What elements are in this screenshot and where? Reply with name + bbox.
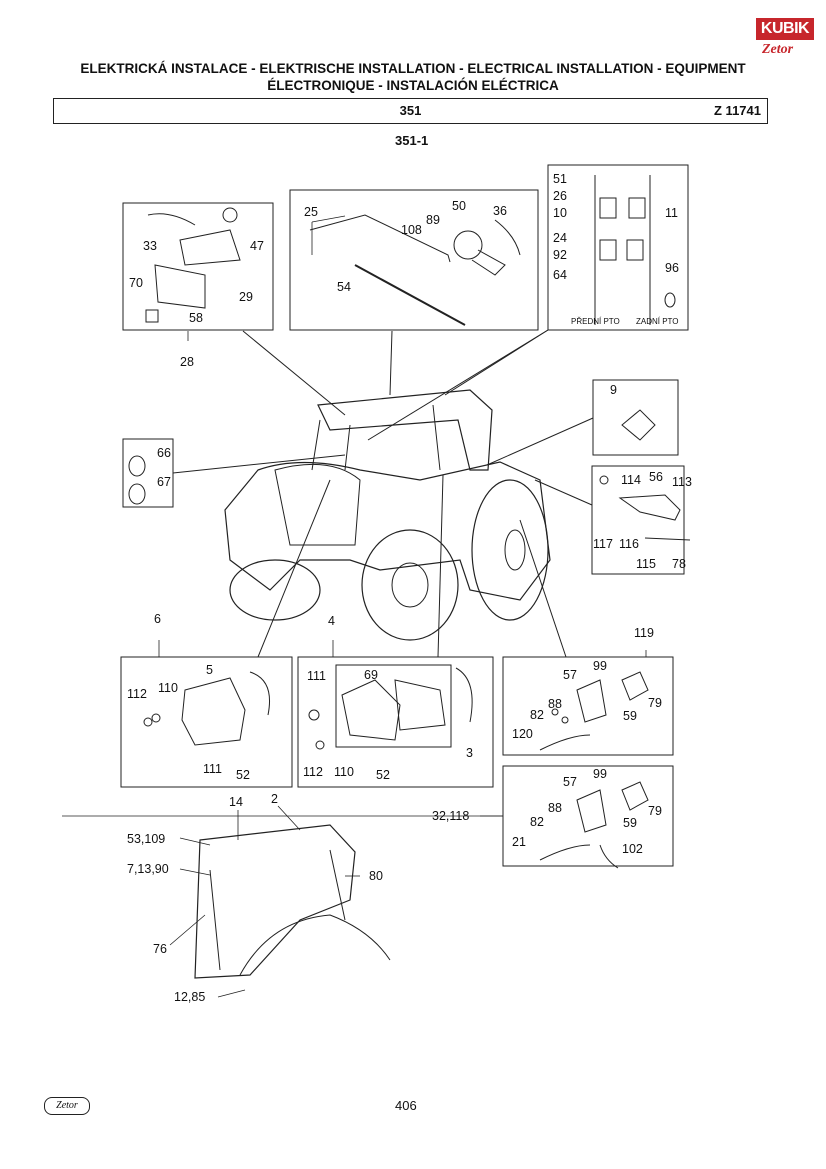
callout-99-b: 99 (593, 767, 607, 781)
box-socket (591, 465, 685, 575)
box-rear-light-6 (120, 656, 293, 788)
callout-52-b: 52 (376, 768, 390, 782)
callout-117: 117 (593, 537, 613, 551)
callout-50: 50 (452, 199, 466, 213)
callout-9: 9 (610, 383, 617, 397)
box-switch-panel (547, 164, 689, 331)
callout-111-b: 111 (307, 669, 326, 683)
callout-26: 26 (553, 189, 567, 203)
zetor-footer-logo: Zetor (44, 1097, 90, 1115)
kubik-zetor-logo: KUBIK Zetor (756, 14, 818, 64)
callout-82-a: 82 (530, 708, 544, 722)
callout-110-a: 110 (158, 681, 178, 695)
box-rear-light-4 (297, 656, 494, 788)
subsection-number: 351-1 (395, 133, 429, 148)
callout-69: 69 (364, 668, 378, 682)
callout-6: 6 (154, 612, 161, 626)
callout-21: 21 (512, 835, 526, 849)
callout-119: 119 (634, 626, 654, 640)
callout-99-a: 99 (593, 659, 607, 673)
callout-24: 24 (553, 231, 567, 245)
callout-12-85: 12,85 (174, 990, 205, 1004)
box-sensor (592, 379, 679, 456)
callout-54: 54 (337, 280, 351, 294)
callout-53-109: 53,109 (127, 832, 165, 846)
catalog-code: Z 11741 (714, 103, 761, 118)
callout-78: 78 (672, 557, 686, 571)
callout-110-b: 110 (334, 765, 354, 779)
callout-66: 66 (157, 446, 171, 460)
section-number: 351 (399, 103, 422, 118)
callout-3: 3 (466, 746, 473, 760)
callout-70: 70 (129, 276, 143, 290)
callout-57-a: 57 (563, 668, 577, 682)
callout-79-a: 79 (648, 696, 662, 710)
callout-11: 11 (665, 206, 678, 220)
callout-114: 114 (621, 473, 641, 487)
callout-59-a: 59 (623, 709, 637, 723)
callout-10: 10 (553, 206, 567, 220)
callout-120: 120 (512, 727, 533, 741)
callout-57-b: 57 (563, 775, 577, 789)
callout-36: 36 (493, 204, 507, 218)
callout-33: 33 (143, 239, 157, 253)
callout-111-a: 111 (203, 762, 222, 776)
callout-76: 76 (153, 942, 167, 956)
callout-80: 80 (369, 869, 383, 883)
callout-29: 29 (239, 290, 253, 304)
callout-82-b: 82 (530, 815, 544, 829)
page-title-line-1: ELEKTRICKÁ INSTALACE - ELEKTRISCHE INSTA… (80, 61, 746, 76)
callout-58: 58 (189, 311, 203, 325)
callout-52-a: 52 (236, 768, 250, 782)
box-work-light (122, 202, 274, 331)
callout-28: 28 (180, 355, 194, 369)
callout-5: 5 (206, 663, 213, 677)
callout-115: 115 (636, 557, 656, 571)
callout-79-b: 79 (648, 804, 662, 818)
label-rear-pto: ZADNÍ PTO (636, 317, 679, 326)
callout-25: 25 (304, 205, 318, 219)
callout-7-13-90: 7,13,90 (127, 862, 169, 876)
kubik-logo-text: KUBIK (756, 18, 814, 40)
box-wiper (289, 189, 539, 331)
callout-2: 2 (271, 792, 278, 806)
box-rear-light-inner (335, 664, 452, 748)
callout-64: 64 (553, 268, 567, 282)
callout-51: 51 (553, 172, 567, 186)
callout-112-b: 112 (303, 765, 323, 779)
callout-92: 92 (553, 248, 567, 262)
callout-67: 67 (157, 475, 171, 489)
callout-108: 108 (401, 223, 422, 237)
callout-116: 116 (619, 537, 639, 551)
callout-88-a: 88 (548, 697, 562, 711)
callout-89: 89 (426, 213, 440, 227)
label-front-pto: PŘEDNÍ PTO (571, 317, 620, 326)
callout-14: 14 (229, 795, 243, 809)
section-header-box: 351 Z 11741 (53, 98, 768, 124)
callout-96: 96 (665, 261, 679, 275)
callout-47: 47 (250, 239, 264, 253)
box-light-119 (502, 656, 674, 756)
callout-102: 102 (622, 842, 643, 856)
callout-59-b: 59 (623, 816, 637, 830)
page-number: 406 (395, 1098, 417, 1113)
callout-32-118: 32,118 (432, 809, 469, 823)
callout-112-a: 112 (127, 687, 147, 701)
callout-88-b: 88 (548, 801, 562, 815)
callout-4: 4 (328, 614, 335, 628)
callout-56: 56 (649, 470, 663, 484)
callout-113: 113 (672, 475, 692, 489)
zetor-logo-text: Zetor (762, 42, 794, 57)
page-title-line-2: ÉLECTRONIQUE - INSTALACIÓN ELÉCTRICA (267, 78, 559, 93)
